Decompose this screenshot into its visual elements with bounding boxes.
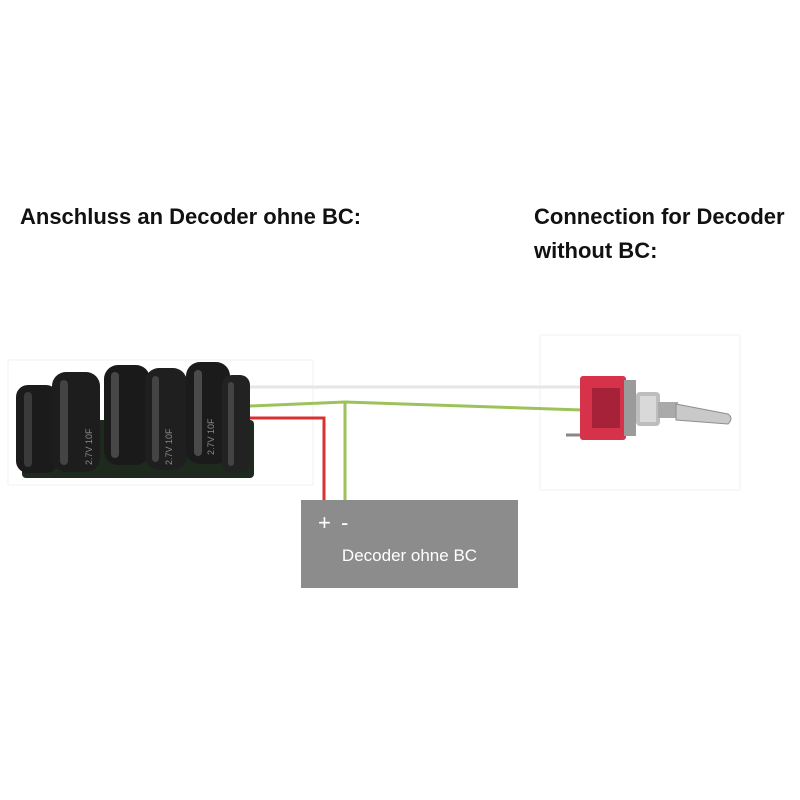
decoder-polarity-label: + -	[318, 510, 351, 535]
capacitor-marking-1: 2.7V 10F	[84, 428, 94, 465]
decoder-label: Decoder ohne BC	[341, 546, 478, 565]
toggle-switch-icon	[566, 376, 732, 440]
heading-english: Connection for Decoder without BC:	[534, 204, 785, 263]
supercapacitor-pack-icon: 2.7V 10F 2.7V 10F 2.7V 10F	[16, 362, 254, 478]
heading-german: Anschluss an Decoder ohne BC:	[20, 204, 362, 229]
red-wire	[250, 416, 326, 500]
capacitor-marking-2: 2.7V 10F	[164, 428, 174, 465]
capacitor-marking-3: 2.7V 10F	[206, 418, 216, 455]
decoder-box	[301, 500, 518, 588]
wires	[249, 385, 583, 500]
